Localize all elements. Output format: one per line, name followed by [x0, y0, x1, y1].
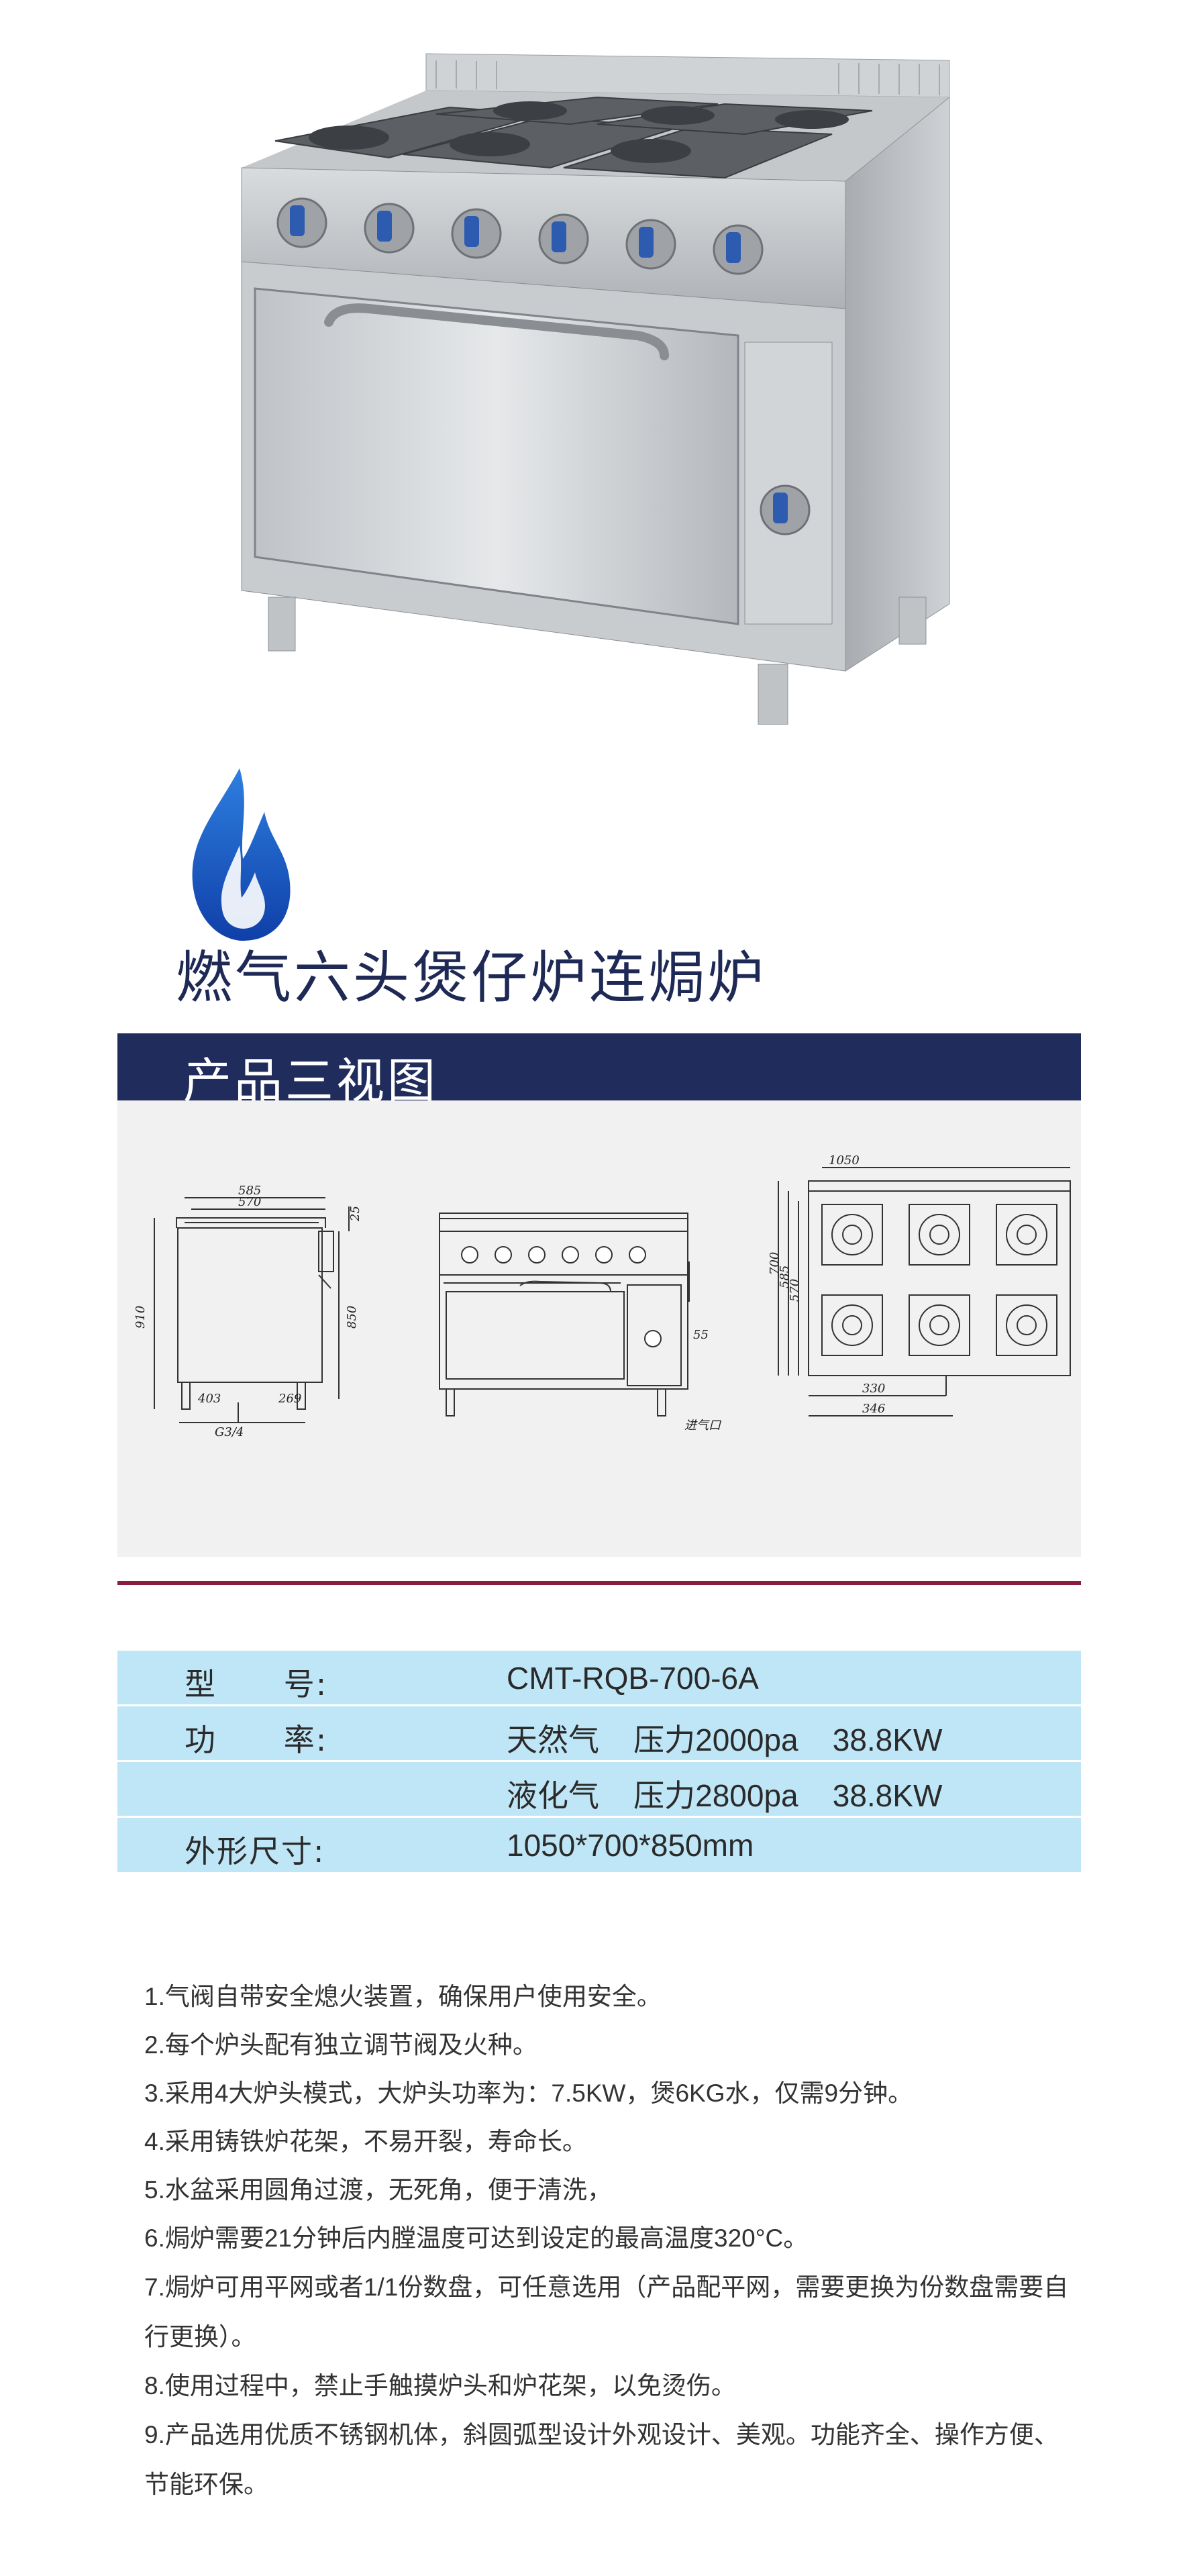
- flame-icon: [192, 768, 291, 941]
- row-separator: [117, 1704, 1081, 1706]
- spec-row-model: 型 号: CMT-RQB-700-6A: [117, 1651, 1081, 1704]
- feature-item: 2.每个炉头配有独立调节阀及火种。: [144, 2031, 537, 2059]
- feature-item: 7.焗炉可用平网或者1/1份数盘，可任意选用（产品配平网，需要更换为份数盘需要自…: [144, 2273, 1069, 2351]
- dim-side-25: 25: [348, 1206, 362, 1222]
- feature-item: 6.焗炉需要21分钟后内膛温度可达到设定的最高温度320°C。: [144, 2224, 809, 2252]
- size-label: 外形尺寸:: [185, 1833, 325, 1869]
- dim-side-403: 403: [197, 1392, 221, 1406]
- row-separator: [117, 1816, 1081, 1818]
- dim-top-570: 570: [788, 1279, 802, 1302]
- size-value: 1050*700*850mm: [507, 1828, 754, 1863]
- feature-item: 8.使用过程中，禁止手触摸炉头和炉花架，以免烫伤。: [144, 2372, 736, 2400]
- spec-row-power-lpg: 液化气 压力2800pa 38.8KW: [117, 1762, 1081, 1816]
- feature-item: 3.采用4大炉头模式，大炉头功率为：7.5KW，煲6KG水，仅需9分钟。: [144, 2079, 913, 2107]
- section-title: 产品三视图: [183, 1053, 439, 1109]
- feature-list: 1.气阀自带安全熄火装置，确保用户使用安全。 2.每个炉头配有独立调节阀及火种。…: [144, 1973, 1084, 2510]
- section-divider: [117, 1581, 1081, 1585]
- feature-item: 1.气阀自带安全熄火装置，确保用户使用安全。: [144, 1983, 662, 2010]
- dim-side-850: 850: [345, 1306, 359, 1329]
- power-label: 功 率:: [185, 1722, 328, 1758]
- spec-row-power: 功 率: 天然气 压力2000pa 38.8KW: [117, 1706, 1081, 1760]
- product-title: 燃气六头煲仔炉连焗炉: [176, 945, 767, 1011]
- dim-front-55: 55: [693, 1328, 709, 1342]
- feature-item: 5.水盆采用圆角过渡，无死角，便于清洗，: [144, 2176, 612, 2204]
- dim-side-g34: G3/4: [215, 1425, 244, 1439]
- dim-top-585: 585: [778, 1266, 792, 1288]
- three-view-svg: 585 570 910 850 25 403 269 G3/4 55 进气口 1…: [134, 1153, 1071, 1439]
- product-photo: [241, 53, 950, 725]
- dim-side-570: 570: [238, 1195, 261, 1209]
- dim-side-269: 269: [278, 1392, 301, 1406]
- feature-item: 9.产品选用优质不锈钢机体，斜圆弧型设计外观设计、美观。功能齐全、操作方便、节能…: [144, 2421, 1059, 2498]
- dim-top-346: 346: [862, 1402, 885, 1416]
- gas-inlet-label: 进气口: [684, 1419, 722, 1433]
- model-label: 型 号:: [185, 1666, 328, 1702]
- power-lpg-value: 液化气 压力2800pa 38.8KW: [507, 1778, 943, 1813]
- spec-table: 型 号: CMT-RQB-700-6A 功 率: 天然气 压力2000pa 38…: [117, 1651, 1081, 1872]
- model-value: CMT-RQB-700-6A: [507, 1661, 759, 1696]
- row-separator: [117, 1760, 1081, 1762]
- dim-top-700: 700: [768, 1252, 782, 1275]
- dim-top-330: 330: [862, 1382, 885, 1396]
- power-ng-value: 天然气 压力2000pa 38.8KW: [507, 1722, 943, 1757]
- spec-row-size: 外形尺寸: 1050*700*850mm: [117, 1818, 1081, 1871]
- dim-top-1050: 1050: [829, 1153, 860, 1168]
- dim-side-585: 585: [238, 1184, 261, 1198]
- feature-item: 4.采用铸铁炉花架，不易开裂，寿命长。: [144, 2128, 587, 2155]
- three-view-drawing: 585 570 910 850 25 403 269 G3/4 55 进气口 1…: [117, 1100, 1081, 1557]
- section-header: 产品三视图: [117, 1033, 1081, 1109]
- dim-side-910: 910: [134, 1306, 148, 1329]
